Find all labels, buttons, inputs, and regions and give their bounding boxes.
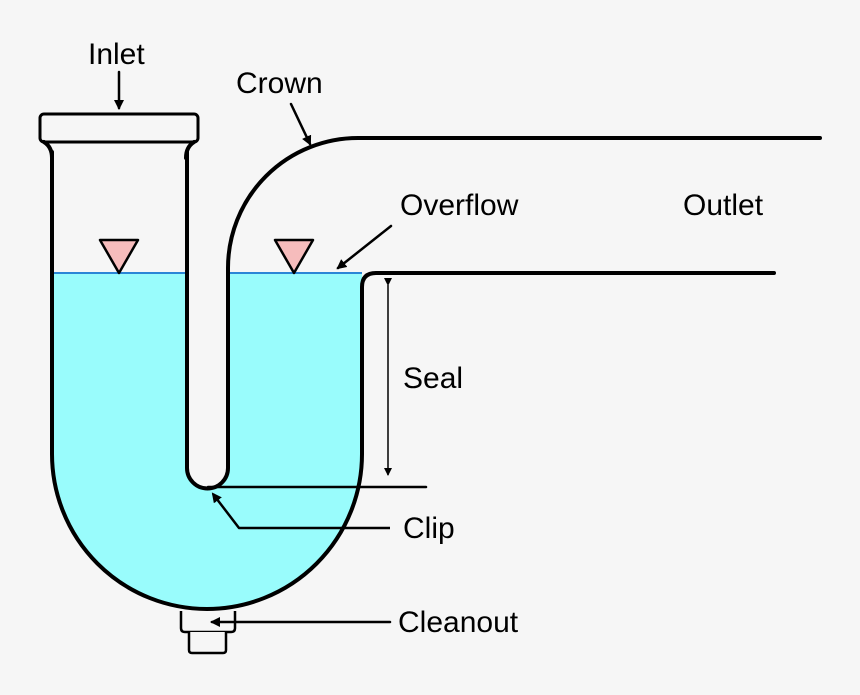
water-level-marker-inlet <box>98 238 140 275</box>
crown-label: Crown <box>236 67 323 100</box>
water-level-marker-outlet <box>273 238 315 275</box>
outlet-label: Outlet <box>683 189 764 222</box>
overflow-arrow <box>336 224 393 270</box>
cleanout-plug-head <box>187 632 228 655</box>
overflow-label: Overflow <box>400 189 519 222</box>
clip-label: Clip <box>403 512 455 545</box>
inlet-label: Inlet <box>88 38 145 71</box>
cleanout-label: Cleanout <box>398 606 519 639</box>
trap-inner-wall <box>185 136 822 491</box>
trap-outer-wall <box>50 150 776 611</box>
clip-arrow <box>211 492 390 530</box>
water-seal <box>52 273 362 609</box>
crown-arrow <box>289 102 312 146</box>
seal-label: Seal <box>403 362 463 395</box>
inlet-cap <box>38 112 200 144</box>
